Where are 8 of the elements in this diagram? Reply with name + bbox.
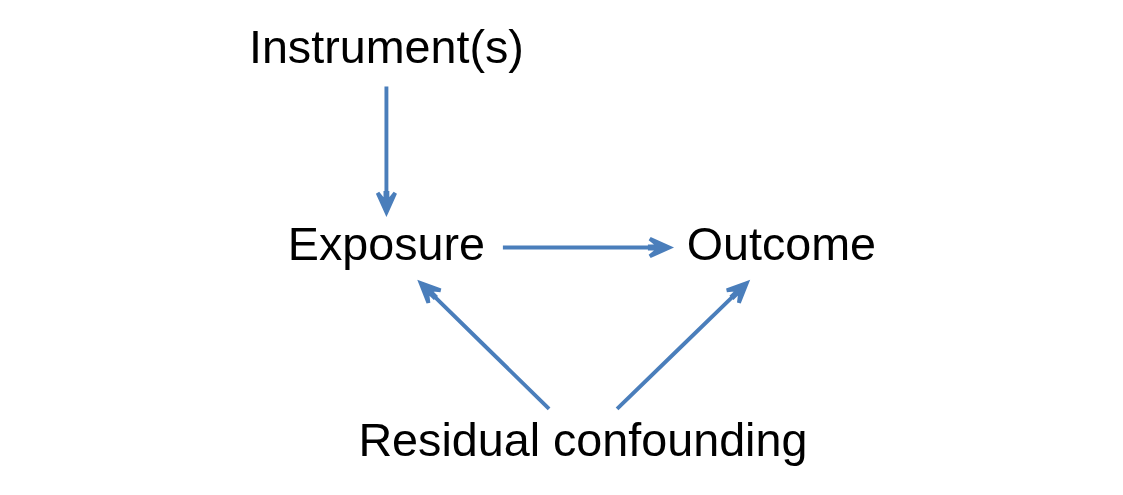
node-text: Instrument(s) <box>248 21 524 74</box>
arrow <box>615 281 749 411</box>
node-text: Outcome <box>686 217 876 270</box>
arrow <box>418 281 550 411</box>
node-text: Residual confounding <box>357 414 807 467</box>
node-text: Exposure <box>287 217 485 270</box>
arrow <box>375 86 397 215</box>
arrow <box>502 236 671 259</box>
